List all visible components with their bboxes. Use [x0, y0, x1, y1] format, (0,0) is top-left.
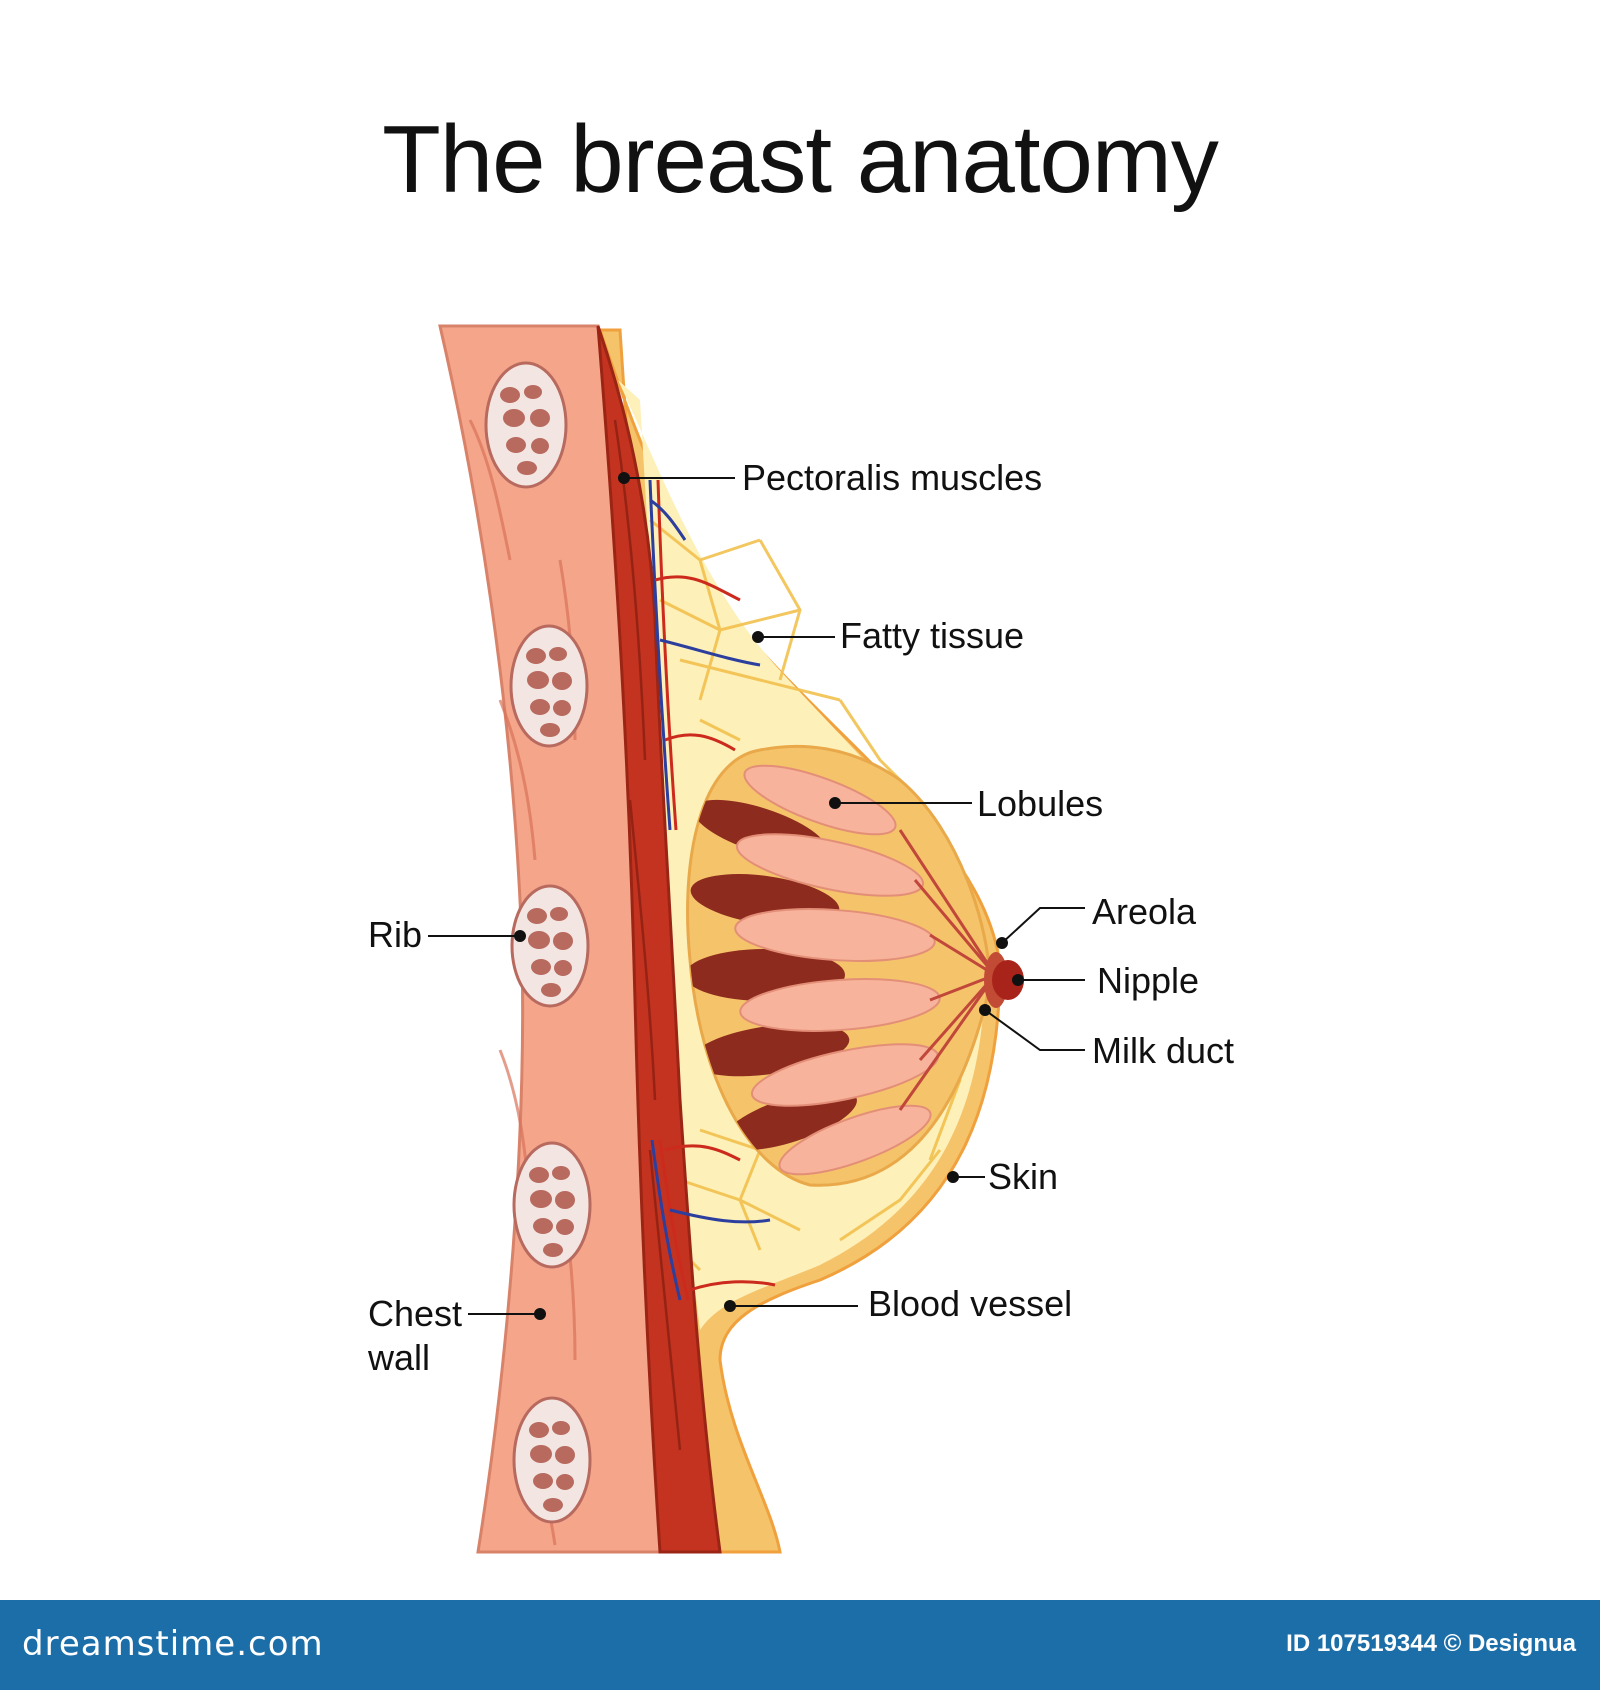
- label-nipple: Nipple: [1097, 960, 1200, 1001]
- ribs: [484, 361, 592, 1524]
- label-fatty-tissue: Fatty tissue: [840, 615, 1025, 656]
- rib-2: [509, 624, 589, 748]
- label-skin: Skin: [988, 1156, 1059, 1197]
- diagram: The breast anatomy Pectoralis muscles Fa…: [368, 106, 1235, 1554]
- rib-5: [512, 1396, 592, 1524]
- page-title: The breast anatomy: [382, 106, 1219, 213]
- muscle-fibers: [613, 419, 682, 1451]
- label-chest-wall-line1: Chest: [368, 1293, 463, 1334]
- label-pectoralis-muscles: Pectoralis muscles: [742, 457, 1043, 498]
- label-milk-duct: Milk duct: [1092, 1030, 1235, 1071]
- label-rib: Rib: [368, 914, 423, 955]
- anatomy-illustration: [428, 324, 1085, 1554]
- brand-logo-text[interactable]: dreamstime.com: [22, 1624, 324, 1664]
- blood-vessels: [648, 479, 776, 1301]
- image-credit: ID 107519344 © Designua: [1286, 1630, 1576, 1657]
- lobules: [687, 764, 941, 1176]
- label-lobules: Lobules: [977, 783, 1104, 824]
- rib-3: [510, 884, 590, 1008]
- leader-lines: [428, 472, 1085, 1320]
- pectoralis-muscle: [596, 325, 722, 1554]
- nipple: [992, 960, 1024, 1000]
- rib-1: [484, 361, 568, 489]
- footer-bar: dreamstime.com ID 107519344 © Designua: [0, 1600, 1600, 1690]
- label-blood-vessel: Blood vessel: [868, 1283, 1073, 1324]
- milk-ducts: [898, 829, 997, 1111]
- rib-4: [512, 1141, 592, 1269]
- label-areola: Areola: [1092, 891, 1197, 932]
- label-chest-wall-line2: wall: [368, 1337, 431, 1378]
